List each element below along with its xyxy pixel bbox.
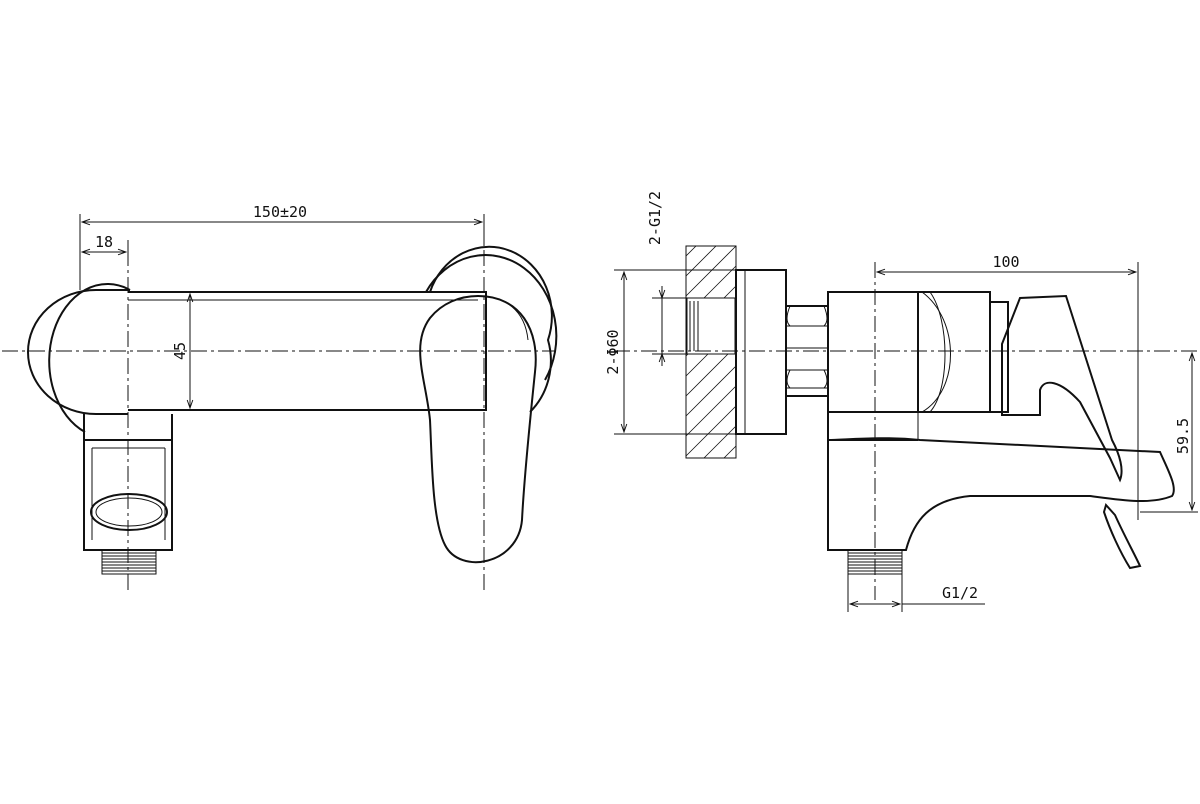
dim-label-outlet-thread: G1/2 <box>942 584 978 602</box>
lever-handle <box>419 294 537 564</box>
dim-label-height: 45 <box>171 342 189 360</box>
dim-label-offset: 18 <box>95 233 113 251</box>
lever-inner <box>477 295 529 341</box>
front-view: 150±20 18 45 <box>2 203 558 590</box>
inlet-flange <box>735 269 787 435</box>
cartridge-curve-2 <box>929 291 946 413</box>
stem <box>989 301 1009 413</box>
dim-label-flange: 2-Φ60 <box>604 329 622 374</box>
dim-label-inlet-thread: 2-G1/2 <box>646 191 664 245</box>
lever-tail <box>1102 502 1142 570</box>
wall-section <box>685 245 737 459</box>
right-flange-edge <box>425 254 558 381</box>
outlet-opening <box>90 493 168 531</box>
outlet-opening-inner <box>95 497 163 527</box>
lever-side <box>1001 294 1123 483</box>
left-flange-outline <box>48 283 131 433</box>
dim-label-spout-height: 59.5 <box>1174 418 1192 454</box>
mixer-body <box>128 291 487 411</box>
left-flange-inner <box>27 289 130 415</box>
dim-label-width: 150±20 <box>253 203 307 221</box>
spout <box>827 412 1175 551</box>
dim-label-projection: 100 <box>992 253 1019 271</box>
outlet-thread <box>101 549 157 575</box>
cartridge-housing <box>918 291 991 413</box>
mixer-body-side <box>827 291 919 413</box>
cartridge-curve <box>921 291 951 413</box>
side-view: 100 2-Φ60 2-G1/2 59.5 G1/2 <box>604 191 1200 612</box>
